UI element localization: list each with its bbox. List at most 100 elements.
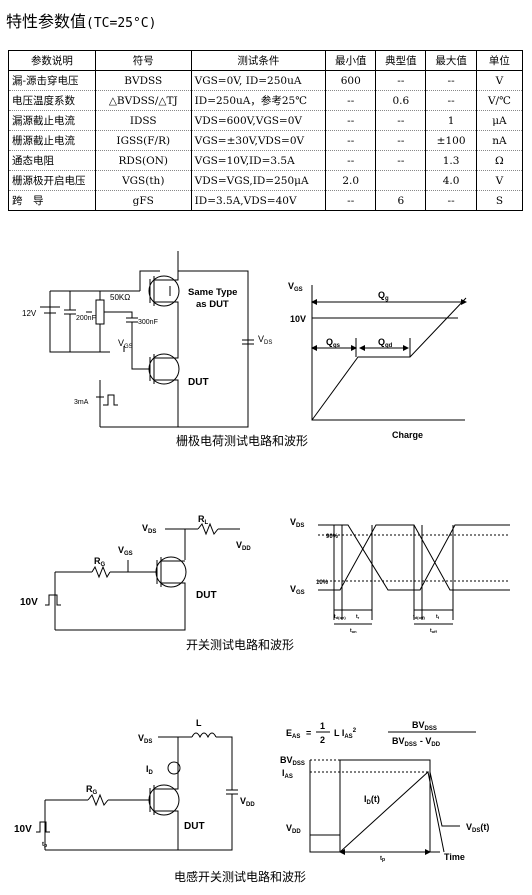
ind-10v: 10V [14,824,32,835]
sw-vgs: VGS [118,545,133,557]
cell-unit: μA [475,110,524,131]
label-same-type: Same Type [188,287,237,298]
eas-li: L IAS2 [334,728,357,740]
cell-condition: VGS=10V,ID=3.5A [190,150,327,171]
title-text: 特性参数值 [6,12,87,31]
cell-unit: Ω [475,150,524,171]
cell-max: 4.0 [425,170,477,191]
cell-typ: 0.6 [375,90,427,111]
swave-vgs: VGS [290,584,305,596]
header-min: 最小值 [325,50,377,71]
cell-min: -- [325,110,377,131]
inductive-circuit [36,732,238,851]
wave-qg: Qg [378,290,389,302]
cell-condition: ID=3.5A,VDS=40V [190,190,327,211]
eas-two: 2 [320,735,325,745]
label-200nf: 200nF [76,315,96,322]
ind-tp: tp [42,842,47,849]
label-dut: DUT [188,377,209,388]
header-unit: 单位 [475,50,524,71]
ind-vds: VDS [138,733,152,745]
cell-param: 栅源截止电流 [8,130,96,151]
swave-tf: tf [436,614,440,620]
cell-max: 1 [425,110,477,131]
eas-label: EAS [286,728,300,740]
ind-rg: RG [86,784,98,796]
cell-max: ±100 [425,130,477,151]
iwave-idt: ID(t) [364,794,380,806]
caption-inductive: 电感开关测试电路和波形 [174,870,307,884]
table-header-row: 参数说明 符号 测试条件 最小值 典型值 最大值 单位 [8,50,524,71]
cell-max: -- [425,70,477,91]
label-vgs: VGS [118,338,133,350]
cell-min: -- [325,190,377,211]
cell-param: 漏-源击穿电压 [8,70,96,91]
header-param: 参数说明 [8,50,96,71]
wave-qgs: Qgs [326,337,341,349]
cell-symbol: △BVDSS/△TJ [94,90,192,111]
switching-waveform-labels: VDS VGS 90% 10% td(on) tr ton td(off) tf… [290,517,440,634]
inductive-waveform [309,759,460,855]
iwave-ias: IAS [282,768,293,780]
iwave-tp: tp [380,856,385,863]
sw-dut: DUT [196,590,217,601]
cell-unit: V [475,170,524,191]
cell-symbol: VGS(th) [94,170,192,191]
ind-l: L [196,718,202,728]
cell-condition: VGS=±30V,VDS=0V [190,130,327,151]
cell-symbol: gFS [94,190,192,211]
section-title: 特性参数值(TC=25°C) [6,8,156,32]
gate-charge-waveform [311,285,467,421]
ind-id: ID [146,764,154,776]
sw-10v: 10V [20,597,38,608]
title-condition: (TC=25°C) [86,16,157,31]
cell-condition: VDS=600V,VGS=0V [190,110,327,131]
iwave-vdd: VDD [286,823,301,835]
cell-min: 2.0 [325,170,377,191]
label-50k: 50KΩ [110,293,130,302]
header-max: 最大值 [425,50,477,71]
cell-max: -- [425,90,477,111]
inductive-waveform-labels: BVDSS IAS ID(t) VDD VDS(t) tp Time [280,755,489,863]
cell-unit: V [475,70,524,91]
cell-max: 1.3 [425,150,477,171]
eas-formula: EAS = 1 2 L IAS2 BVDSS BVDSS- VDD [286,720,476,748]
iwave-vdst: VDS(t) [466,822,489,834]
iwave-time: Time [444,852,465,862]
swave-ton: ton [350,628,357,634]
cell-symbol: IDSS [94,110,192,131]
swave-tdon: td(on) [334,614,346,620]
cell-symbol: BVDSS [94,70,192,91]
cell-condition: VDS=VGS,ID=250μA [190,170,327,191]
wave-charge: Charge [392,430,423,440]
cell-min: -- [325,150,377,171]
swave-tdoff: td(off) [413,614,426,620]
gate-charge-circuit [40,251,254,428]
eas-den: BVDSS- VDD [392,736,441,748]
caption-gate-charge: 栅极电荷测试电路和波形 [176,434,309,448]
label-as-dut: as DUT [196,299,229,310]
sw-rl: RL [198,514,209,526]
cell-unit: S [475,190,524,211]
swave-90: 90% [326,534,339,540]
sw-rg: RG [94,556,106,568]
cell-min: -- [325,130,377,151]
iwave-bvdss: BVDSS [280,755,305,767]
cell-param: 通态电阻 [8,150,96,171]
eas-num: BVDSS [412,720,437,732]
cell-symbol: IGSS(F/R) [94,130,192,151]
eas-one: 1 [320,721,325,731]
cell-param: 跨 导 [8,190,96,211]
swave-toff: toff [430,628,437,634]
label-vds: VDS [258,334,272,346]
cell-param: 电压温度系数 [8,90,96,111]
